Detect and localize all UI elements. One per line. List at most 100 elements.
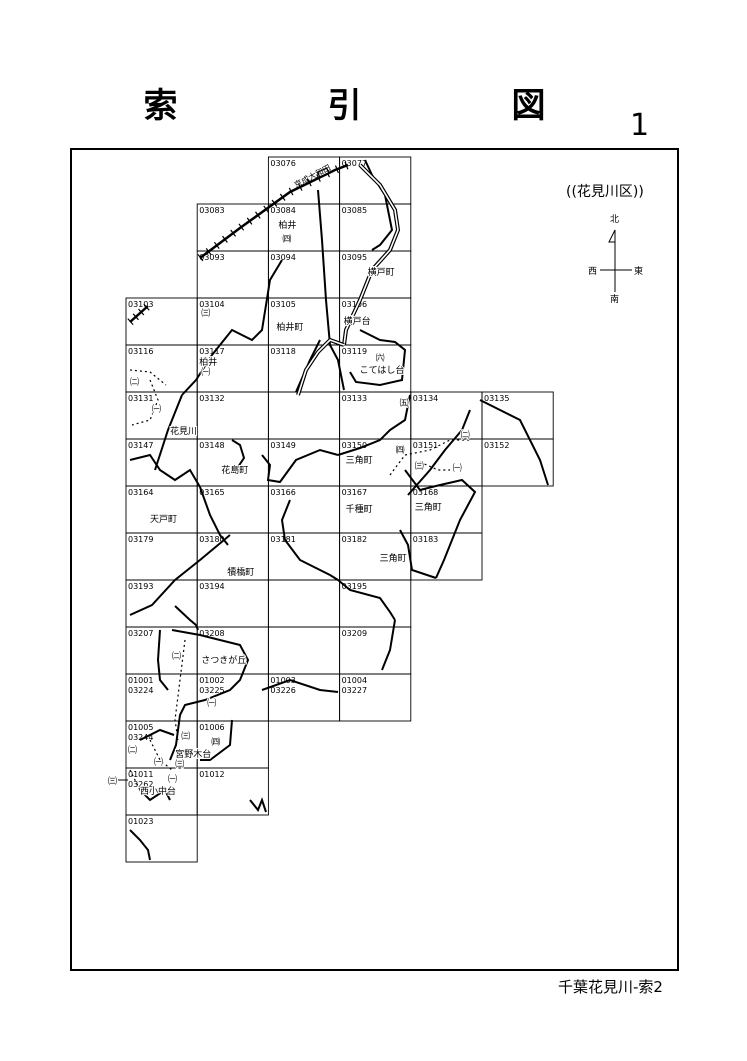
map-tile[interactable] [267,626,341,675]
compass-east: 東 [634,265,643,277]
boundary-line [231,439,246,471]
map-tile[interactable] [267,579,341,628]
dotted-boundary [389,439,470,476]
boundary-line [337,579,396,621]
boundary-line [174,605,199,631]
boundary-line [249,797,267,813]
map-tile[interactable]: 03083 [196,203,269,252]
boundary-line [129,453,201,488]
map-tile-id: 03132 [199,394,224,403]
map-tile[interactable]: 03094 [267,250,341,299]
place-name: ㈢ [201,307,210,319]
map-tile-id: 03083 [199,206,224,215]
place-name: ㈣ [211,736,220,748]
boundary-line [156,629,169,691]
page-footer: 千葉花見川-索2 [558,978,663,996]
map-tile-id: 03194 [199,582,224,591]
map-tile[interactable]: 01023 [125,814,198,863]
map-tile[interactable] [267,391,341,440]
place-name: ㈢ [415,460,424,472]
map-tile-border [339,673,412,722]
map-tile-id: 03180 [199,535,224,544]
map-tile[interactable]: 03207 [125,626,198,675]
railway-lines [127,161,401,396]
map-tile-border [481,438,554,487]
boundary-line [407,409,471,496]
place-name: 千種町 [346,504,373,515]
map-tile-id: 03149 [270,441,295,450]
place-name: 三角町 [415,501,442,513]
map-tile[interactable]: 03181 [267,532,341,581]
map-tile[interactable]: 03085 [339,203,412,252]
map-tile[interactable]: 03093 [196,250,269,299]
map-tile-id: 03135 [484,394,509,403]
dotted-boundary [129,369,167,386]
map-tile[interactable]: 03103 [125,297,198,346]
place-name: ㈡ [130,376,139,388]
map-tile-id: 03105 [270,300,295,309]
map-tile-id-secondary: 03226 [270,686,295,695]
map-tile-id: 03165 [199,488,224,497]
map-tile[interactable]: 03152 [481,438,554,487]
jr-railway [297,339,345,396]
place-name: ㈤ [400,397,409,409]
map-tile[interactable]: 03164 [125,485,198,534]
map-tile-id: 03076 [270,159,295,168]
map-tile-id: 03208 [199,629,224,638]
station-marker [316,167,330,178]
map-tile-id: 03182 [342,535,367,544]
boundary-lines [129,159,549,861]
keisei-railway [199,163,349,259]
map-tile[interactable]: 01012 [196,767,269,816]
map-tile[interactable]: 03193 [125,579,198,628]
dotted-boundary [131,379,159,426]
map-tile-id: 03118 [270,347,295,356]
place-name: ㈡ [172,650,181,662]
place-name: ㈠ [168,773,177,785]
place-name: ㈢ [175,758,184,770]
place-name-labels: 柏井㈣横戸町柏井町横戸台㈢柏井㈠㈥こてはし台㈡㈠花見川㈤㈡花島町三角町㈣㈢㈠天戸… [107,218,471,798]
boundary-line [169,629,250,761]
dotted-boundary [419,461,450,471]
map-tile-id-secondary: 03227 [342,686,367,695]
boundary-line [280,499,339,581]
boundary-line [261,678,339,693]
place-name: ㈥ [376,353,385,364]
map-tile-id: 03077 [342,159,367,168]
map-tile-id: 03181 [270,535,295,544]
map-tile[interactable]: 03135 [481,391,554,440]
map-tile-id: 01004 [342,676,367,685]
page-title: 索 引 図 [143,86,604,126]
map-tile[interactable]: 03166 [267,485,341,534]
map-tile-id: 03164 [128,488,153,497]
map-tile-id: 03209 [342,629,367,638]
map-tile[interactable]: 03134 [410,391,483,440]
boundary-line [364,159,394,251]
map-tile[interactable]: 03195 [339,579,412,628]
place-name: こてはし台 [360,364,405,376]
map-tile[interactable]: 03132 [196,391,269,440]
map-tile[interactable]: 03147 [125,438,198,487]
map-tile[interactable]: 03149 [267,438,341,487]
place-name: 柏井 [278,219,296,231]
map-tile[interactable]: 03148 [196,438,269,487]
place-name: 三角町 [346,454,373,466]
map-tile[interactable]: 03194 [196,579,269,628]
map-tile[interactable]: 03104 [196,297,269,346]
boundary-line [349,329,407,387]
map-tile[interactable]: 03118 [267,344,341,393]
map-tile-id: 03117 [199,347,224,356]
place-name: ㈠ [207,697,216,709]
map-tile[interactable]: 03208 [196,626,269,675]
map-tile-id: 01012 [199,770,224,779]
map-tile-id: 01002 [199,676,224,685]
map-tile[interactable]: 03209 [339,626,412,675]
map-tile-id: 03183 [413,535,438,544]
place-name: 宮野木台 [175,748,211,760]
map-tile[interactable]: 03179 [125,532,198,581]
map-tile-id: 03095 [342,253,367,262]
